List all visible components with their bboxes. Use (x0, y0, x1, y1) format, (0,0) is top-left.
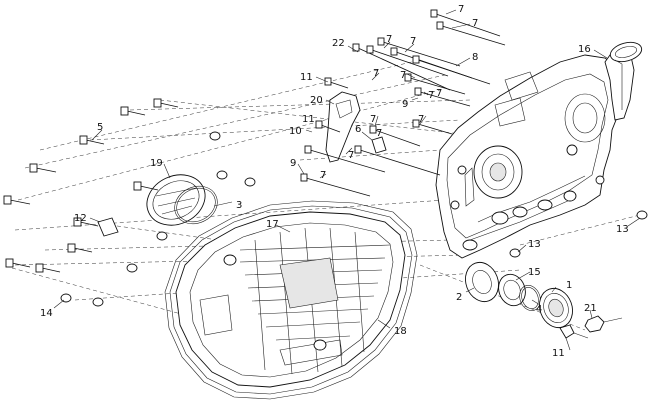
callout-2: 2 (456, 292, 462, 303)
callout-labels: 7 7 22 7 7 16 8 11 7 7 7 20 9 7 11 7 7 5… (40, 4, 629, 359)
callout-7: 7 (386, 34, 392, 45)
callout-8: 8 (472, 52, 478, 63)
nut-21 (584, 315, 623, 333)
callout-3: 3 (236, 200, 242, 211)
clutch-cover (175, 211, 406, 388)
callout-7: 7 (373, 68, 379, 79)
circlip (519, 285, 541, 311)
callout-10: 10 (289, 126, 302, 137)
crankcase-half (435, 54, 625, 259)
dowel-13-middle (509, 248, 521, 258)
callout-11: 11 (302, 114, 315, 125)
callout-20: 20 (310, 95, 323, 106)
callout-7: 7 (436, 88, 442, 99)
callout-16: 16 (578, 44, 591, 55)
callout-1: 1 (566, 280, 572, 291)
callout-7: 7 (458, 4, 464, 15)
callout-19: 19 (150, 158, 163, 169)
callout-13: 13 (528, 239, 541, 250)
bolt-set (300, 9, 506, 197)
callout-7: 7 (320, 170, 326, 181)
callout-11: 11 (300, 72, 313, 83)
callout-11: 11 (552, 348, 565, 359)
callout-13: 13 (616, 224, 629, 235)
spacer-ring (498, 273, 526, 307)
callout-15: 15 (528, 267, 541, 278)
callout-7: 7 (472, 18, 478, 29)
callout-4: 4 (536, 304, 542, 315)
cover-gasket (164, 200, 418, 400)
dowel-13-right (636, 210, 648, 220)
callout-9: 9 (290, 158, 296, 169)
inspection-cover (146, 174, 206, 226)
callout-7: 7 (428, 90, 434, 101)
callout-7: 7 (418, 114, 424, 125)
intake-duct (604, 41, 643, 121)
leader-lines (53, 9, 641, 351)
callout-18: 18 (394, 326, 407, 337)
cover-bolts (3, 98, 256, 307)
callout-6: 6 (355, 124, 361, 135)
lever-arm (325, 91, 361, 163)
oil-seal (465, 261, 499, 303)
callout-21: 21 (584, 303, 597, 314)
callout-9: 9 (402, 99, 408, 110)
callout-5: 5 (97, 122, 103, 133)
callout-7: 7 (348, 150, 354, 161)
callout-7: 7 (376, 128, 382, 139)
callout-17: 17 (266, 219, 279, 230)
o-ring (174, 185, 218, 225)
callout-22: 22 (332, 38, 345, 49)
callout-7: 7 (370, 114, 376, 125)
callout-12: 12 (74, 213, 87, 224)
callout-7: 7 (400, 70, 406, 81)
bolt-11-lower (559, 324, 589, 339)
callout-14: 14 (40, 308, 53, 319)
callout-7: 7 (410, 36, 416, 47)
